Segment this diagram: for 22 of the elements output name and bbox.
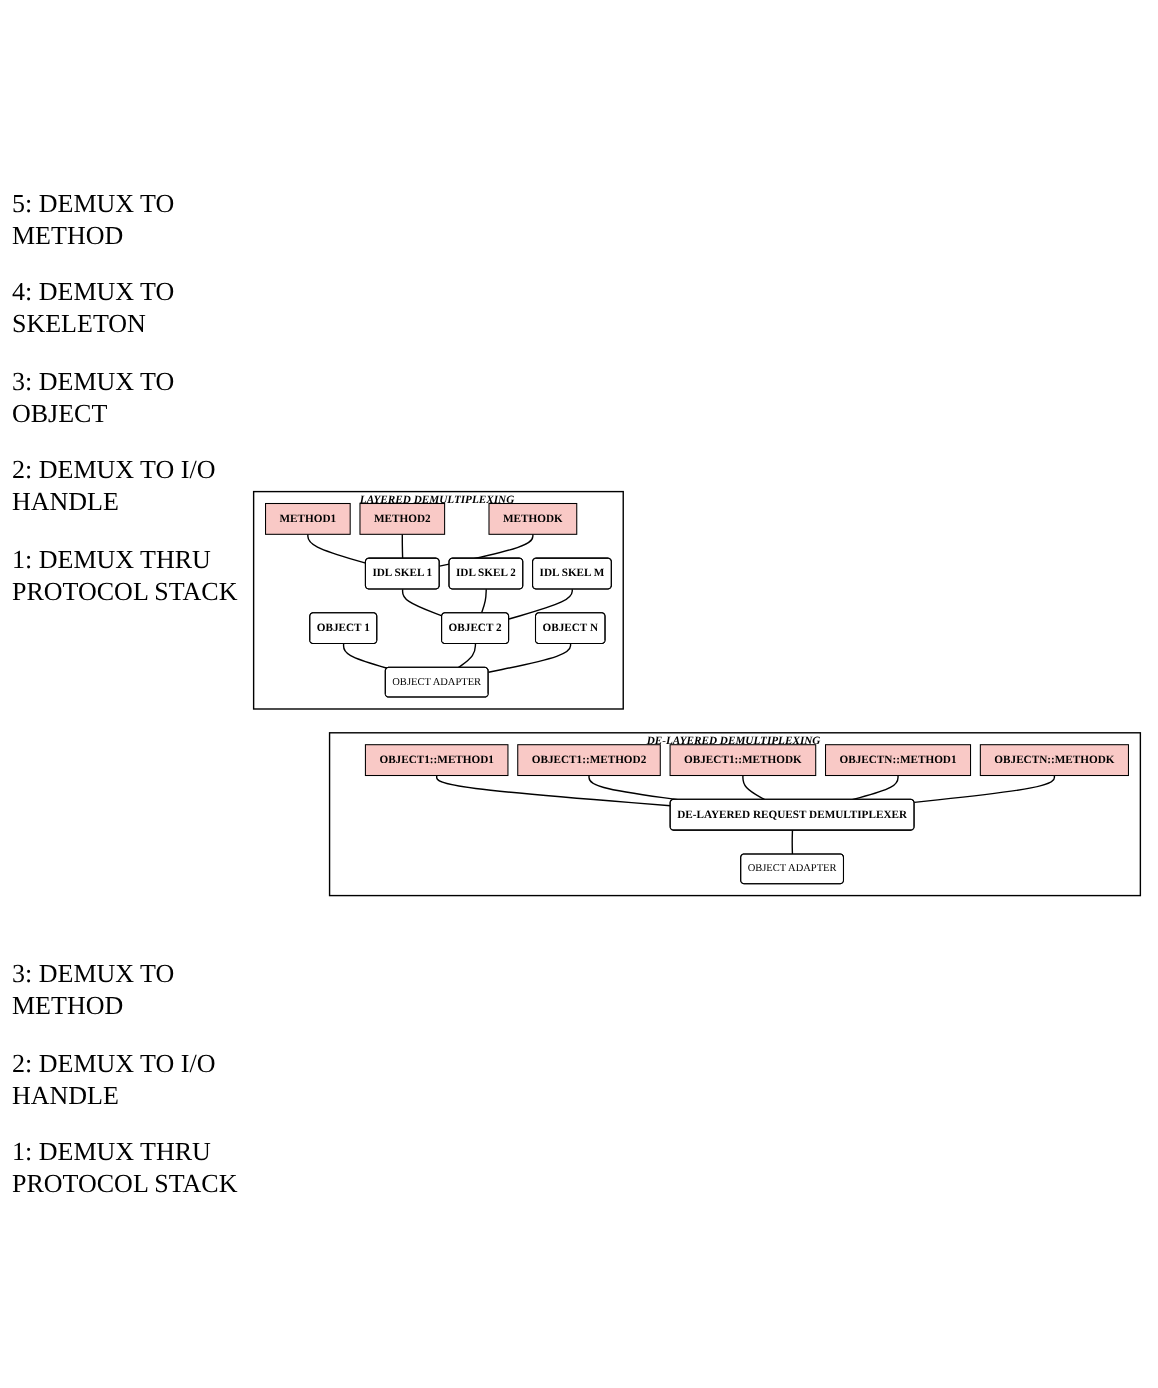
connector — [487, 643, 572, 674]
step-label: 3: DEMUX TO METHOD — [12, 958, 177, 1023]
connector — [436, 775, 672, 807]
connector — [742, 775, 766, 801]
step-label: 4: DEMUX TO SKELETON — [12, 276, 177, 341]
step-label: 3: DEMUX TO OBJECT — [12, 365, 177, 430]
step-label: 5: DEMUX TO METHOD — [12, 187, 177, 252]
connector — [401, 588, 443, 618]
step-label: 2: DEMUX TO I/O HANDLE — [12, 454, 218, 519]
connector — [480, 588, 487, 615]
connector — [791, 830, 794, 856]
step-label: 1: DEMUX THRU PROTOCOL STACK — [12, 543, 240, 608]
connector — [508, 588, 573, 621]
step-label: 1: DEMUX THRU PROTOCOL STACK — [12, 1136, 240, 1201]
step-label: 2: DEMUX TO I/O HANDLE — [12, 1047, 218, 1112]
connector — [307, 534, 367, 565]
connector — [851, 775, 899, 801]
connector — [457, 643, 477, 669]
connector — [588, 775, 679, 801]
connector — [342, 643, 388, 670]
connector — [913, 775, 1056, 804]
connector — [401, 534, 404, 560]
